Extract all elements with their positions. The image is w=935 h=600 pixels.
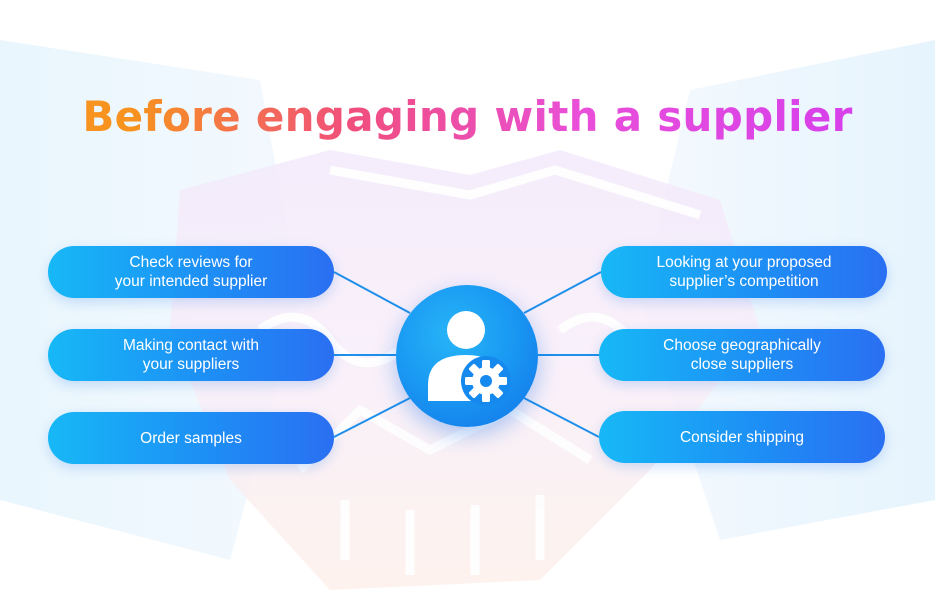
connector-right-1 [523, 271, 602, 314]
left-item-1-label: Check reviews for your intended supplier [114, 254, 268, 290]
left-item-3-label: Order samples [140, 429, 242, 447]
left-item-3: Order samples [48, 412, 334, 464]
connector-right-3 [523, 397, 600, 438]
right-item-3: Consider shipping [599, 411, 885, 463]
connector-left-3 [333, 397, 411, 438]
right-item-2: Choose geographically close suppliers [599, 329, 885, 381]
right-item-3-label: Consider shipping [679, 428, 805, 446]
left-item-2: Making contact with your suppliers [48, 329, 334, 381]
user-gear-icon [428, 311, 511, 406]
left-item-1: Check reviews for your intended supplier [48, 246, 334, 298]
left-item-2-label: Making contact with your suppliers [122, 337, 260, 373]
right-item-2-label: Choose geographically close suppliers [663, 337, 821, 373]
connector-left-1 [333, 271, 411, 314]
central-hub [396, 285, 538, 427]
right-item-1-label: Looking at your proposed supplier’s comp… [656, 254, 832, 290]
right-item-1: Looking at your proposed supplier’s comp… [601, 246, 887, 298]
page-title: Before engaging with a supplier [0, 92, 935, 141]
